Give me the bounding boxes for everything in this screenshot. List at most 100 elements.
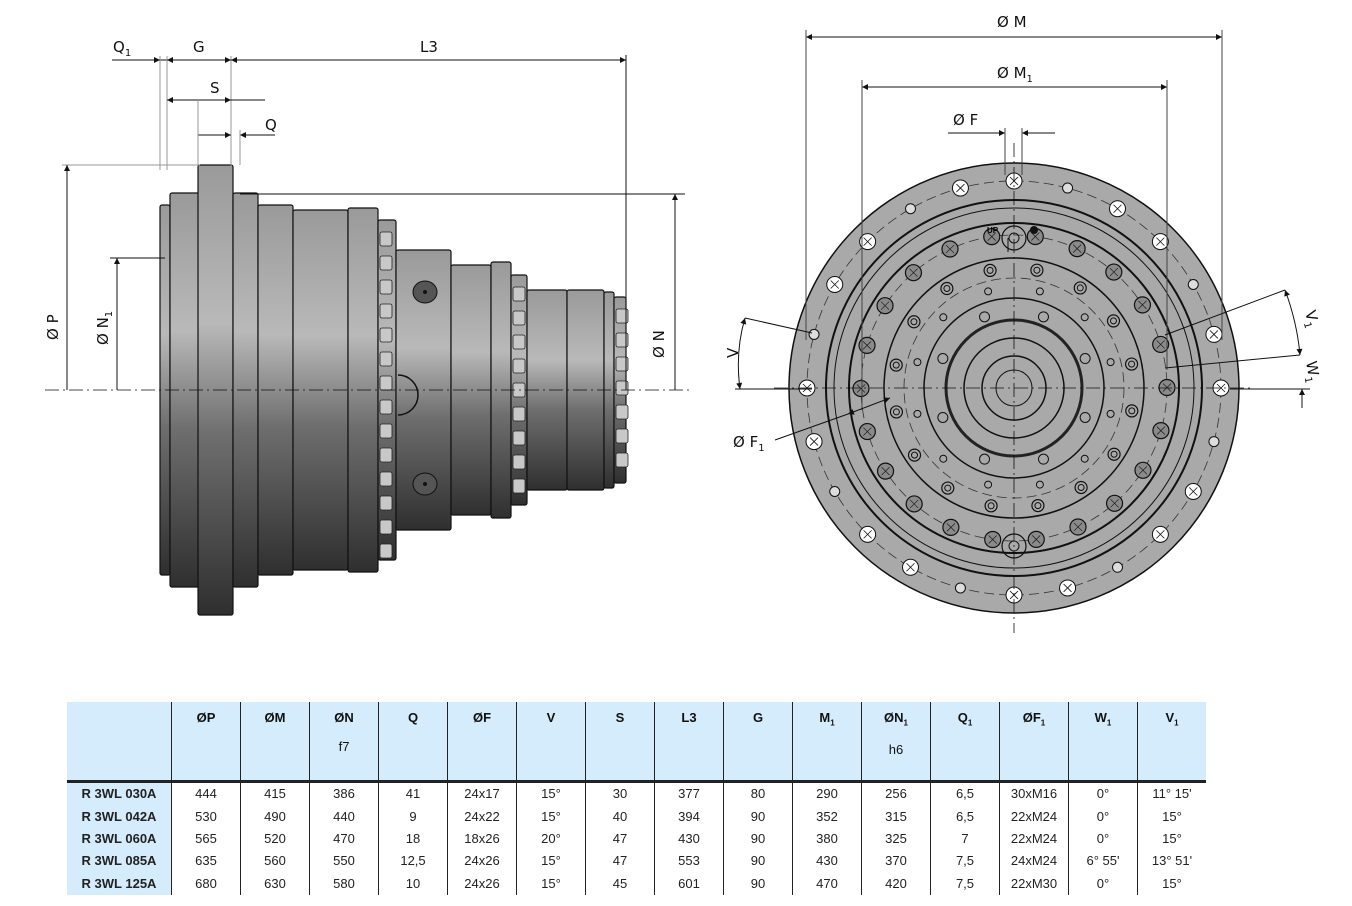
column-header-g: G bbox=[723, 702, 793, 783]
bolt-head bbox=[379, 279, 393, 295]
side-view-drawing: Q1 G L3 S Q Ø P Ø N1 Ø N bbox=[44, 38, 690, 616]
outer-flange bbox=[788, 162, 1240, 614]
table-cell-n1: 315 bbox=[861, 805, 931, 828]
cross-mark bbox=[1063, 583, 1072, 593]
table-cell-s: 47 bbox=[585, 827, 655, 851]
dim-label-l3: L3 bbox=[420, 38, 438, 56]
counterbore-inner bbox=[943, 285, 951, 293]
cross-mark bbox=[802, 383, 812, 393]
table-cell-f1: 22xM30 bbox=[999, 872, 1069, 895]
table-cell-m1: 430 bbox=[792, 850, 862, 873]
table-cell-m1: 470 bbox=[792, 872, 862, 895]
table-cell-v1: 11° 15' bbox=[1137, 781, 1206, 806]
table-cell-n: 386 bbox=[309, 781, 379, 806]
cross-mark bbox=[863, 427, 872, 436]
dim-label-s: S bbox=[210, 79, 220, 97]
column-header-f: ØF bbox=[447, 702, 517, 783]
cross-mark bbox=[988, 535, 997, 544]
cross-mark bbox=[909, 499, 919, 509]
counterbore bbox=[889, 405, 904, 419]
bolt-hole-f1 bbox=[876, 297, 894, 315]
column-header-l3: L3 bbox=[654, 702, 724, 783]
cross-mark bbox=[956, 183, 965, 193]
table-cell-l3: 601 bbox=[654, 872, 724, 895]
column-header-label: G bbox=[752, 710, 764, 725]
cross-mark bbox=[880, 301, 890, 310]
table-header-corner bbox=[67, 702, 172, 783]
bolt-head bbox=[512, 478, 526, 494]
cross-mark bbox=[906, 562, 915, 572]
table-cell-s: 45 bbox=[585, 872, 655, 895]
table-cell-p: 530 bbox=[171, 805, 241, 828]
dim-label-m: Ø M bbox=[997, 13, 1027, 31]
hub-bolt bbox=[937, 353, 949, 365]
hub-inner bbox=[963, 337, 1065, 439]
table-cell-s: 47 bbox=[585, 850, 655, 873]
bolt-head bbox=[379, 399, 393, 415]
cross-mark bbox=[988, 535, 997, 544]
cross-mark bbox=[862, 341, 872, 350]
model-name-cell: R 3WL 042A bbox=[67, 805, 172, 828]
cross-mark bbox=[881, 466, 890, 476]
column-header-m1: M1 bbox=[792, 702, 862, 783]
bolt-hole-f1 bbox=[1158, 378, 1176, 397]
table-cell-f: 18x26 bbox=[447, 827, 517, 851]
dim-label-q1: Q1 bbox=[113, 38, 131, 59]
cross-mark bbox=[1138, 466, 1148, 475]
table-cell-w1: 6° 55' bbox=[1068, 850, 1138, 873]
counterbore-inner bbox=[892, 361, 900, 369]
table-cell-v: 15° bbox=[516, 872, 586, 895]
bolt-hole-f bbox=[1151, 233, 1169, 251]
model-name-cell: R 3WL 060A bbox=[67, 827, 172, 851]
column-header-label: ØM bbox=[264, 710, 286, 725]
bolt-hole-f1 bbox=[941, 240, 959, 258]
column-header-w1: W1 bbox=[1068, 702, 1138, 783]
small-hole bbox=[1035, 287, 1044, 296]
bolt-head bbox=[379, 255, 393, 271]
table-cell-f1: 30xM16 bbox=[999, 781, 1069, 806]
small-hole bbox=[1106, 358, 1115, 367]
dim-label-w1: W1 bbox=[1299, 360, 1323, 385]
bolt-hole-f1 bbox=[1027, 530, 1045, 548]
table-cell-v1: 15° bbox=[1137, 872, 1206, 895]
cross-mark bbox=[1009, 176, 1019, 186]
bolt-head bbox=[615, 428, 629, 444]
cross-mark bbox=[1073, 522, 1083, 532]
cross-mark bbox=[1156, 530, 1165, 539]
handle-loop bbox=[397, 374, 419, 416]
counterbore bbox=[889, 358, 903, 372]
cross-mark bbox=[1031, 232, 1040, 241]
threaded-hole bbox=[954, 582, 966, 594]
cross-mark bbox=[856, 384, 866, 393]
table-cell-f1: 24xM24 bbox=[999, 850, 1069, 873]
table-cell-f1: 22xM24 bbox=[999, 805, 1069, 828]
table-cell-q1: 7,5 bbox=[930, 872, 1000, 895]
counterbore bbox=[1124, 357, 1139, 371]
cross-mark bbox=[809, 437, 819, 446]
column-header-label: S bbox=[615, 710, 625, 725]
cross-mark bbox=[1113, 204, 1122, 214]
cross-mark bbox=[1032, 535, 1041, 544]
bolt-circle-inner bbox=[903, 277, 1125, 499]
table-cell-q: 12,5 bbox=[378, 850, 448, 873]
counterbore bbox=[940, 281, 954, 296]
bolt-hole-f bbox=[826, 276, 844, 293]
dim-label-g: G bbox=[193, 38, 205, 56]
side-dimensions bbox=[62, 55, 685, 390]
table-cell-q1: 6,5 bbox=[930, 805, 1000, 828]
table-cell-f: 24x26 bbox=[447, 850, 517, 873]
table-cell-g: 90 bbox=[723, 827, 793, 851]
counterbore-inner bbox=[1076, 284, 1084, 292]
lifting-point bbox=[1001, 225, 1027, 251]
bolt-hole-f1 bbox=[1069, 518, 1087, 536]
bolt-hole-f bbox=[1059, 579, 1077, 597]
lifting-point bbox=[1001, 533, 1027, 559]
threaded-hole bbox=[829, 486, 841, 497]
small-hole bbox=[939, 454, 948, 463]
dim-label-p: Ø P bbox=[44, 314, 62, 340]
cross-mark bbox=[1216, 383, 1226, 393]
column-header-v: V bbox=[516, 702, 586, 783]
cross-mark bbox=[1216, 383, 1226, 393]
